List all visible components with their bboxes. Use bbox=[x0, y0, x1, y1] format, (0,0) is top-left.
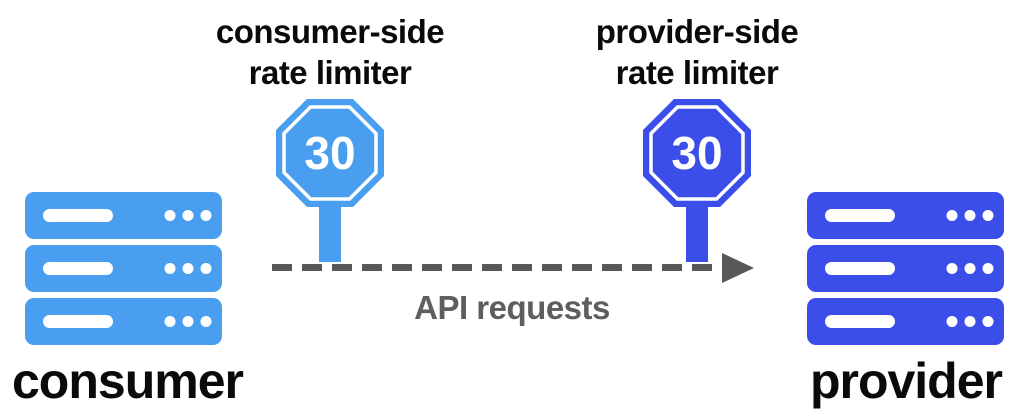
provider-limiter-title-line1: provider-side bbox=[595, 13, 799, 50]
provider-label: provider bbox=[809, 353, 1003, 409]
consumer-sign-inner-ring bbox=[282, 105, 378, 201]
provider-rate-limit-value: 30 bbox=[671, 127, 722, 179]
consumer-server-unit-2 bbox=[25, 245, 222, 292]
provider-sign-post bbox=[686, 198, 708, 262]
provider-limiter-title-line2: rate limiter bbox=[615, 54, 779, 91]
api-requests-label: API requests bbox=[414, 289, 610, 326]
consumer-server-unit-3 bbox=[25, 298, 222, 345]
consumer-limiter-title-line2: rate limiter bbox=[248, 54, 412, 91]
consumer-server-unit-1 bbox=[25, 192, 222, 239]
consumer-server-stack-icon bbox=[25, 192, 222, 345]
provider-sign-octagon bbox=[643, 99, 751, 207]
provider-limiter-title: provider-side rate limiter bbox=[537, 11, 857, 93]
api-request-arrowhead-icon bbox=[722, 253, 754, 283]
provider-rate-limit-sign-icon: 30 bbox=[643, 99, 751, 262]
provider-server-unit-1 bbox=[807, 192, 1004, 239]
api-request-dashed-line bbox=[272, 264, 724, 271]
consumer-limiter-title: consumer-side rate limiter bbox=[170, 11, 490, 93]
consumer-sign-post bbox=[319, 198, 341, 262]
provider-server-stack-icon bbox=[807, 192, 1004, 345]
provider-server-unit-2 bbox=[807, 245, 1004, 292]
consumer-rate-limit-sign-icon: 30 bbox=[276, 99, 384, 262]
provider-server-unit-3 bbox=[807, 298, 1004, 345]
consumer-rate-limit-value: 30 bbox=[304, 127, 355, 179]
provider-sign-inner-ring bbox=[649, 105, 745, 201]
consumer-limiter-title-line1: consumer-side bbox=[215, 13, 445, 50]
consumer-label: consumer bbox=[12, 353, 244, 409]
consumer-sign-octagon bbox=[276, 99, 384, 207]
